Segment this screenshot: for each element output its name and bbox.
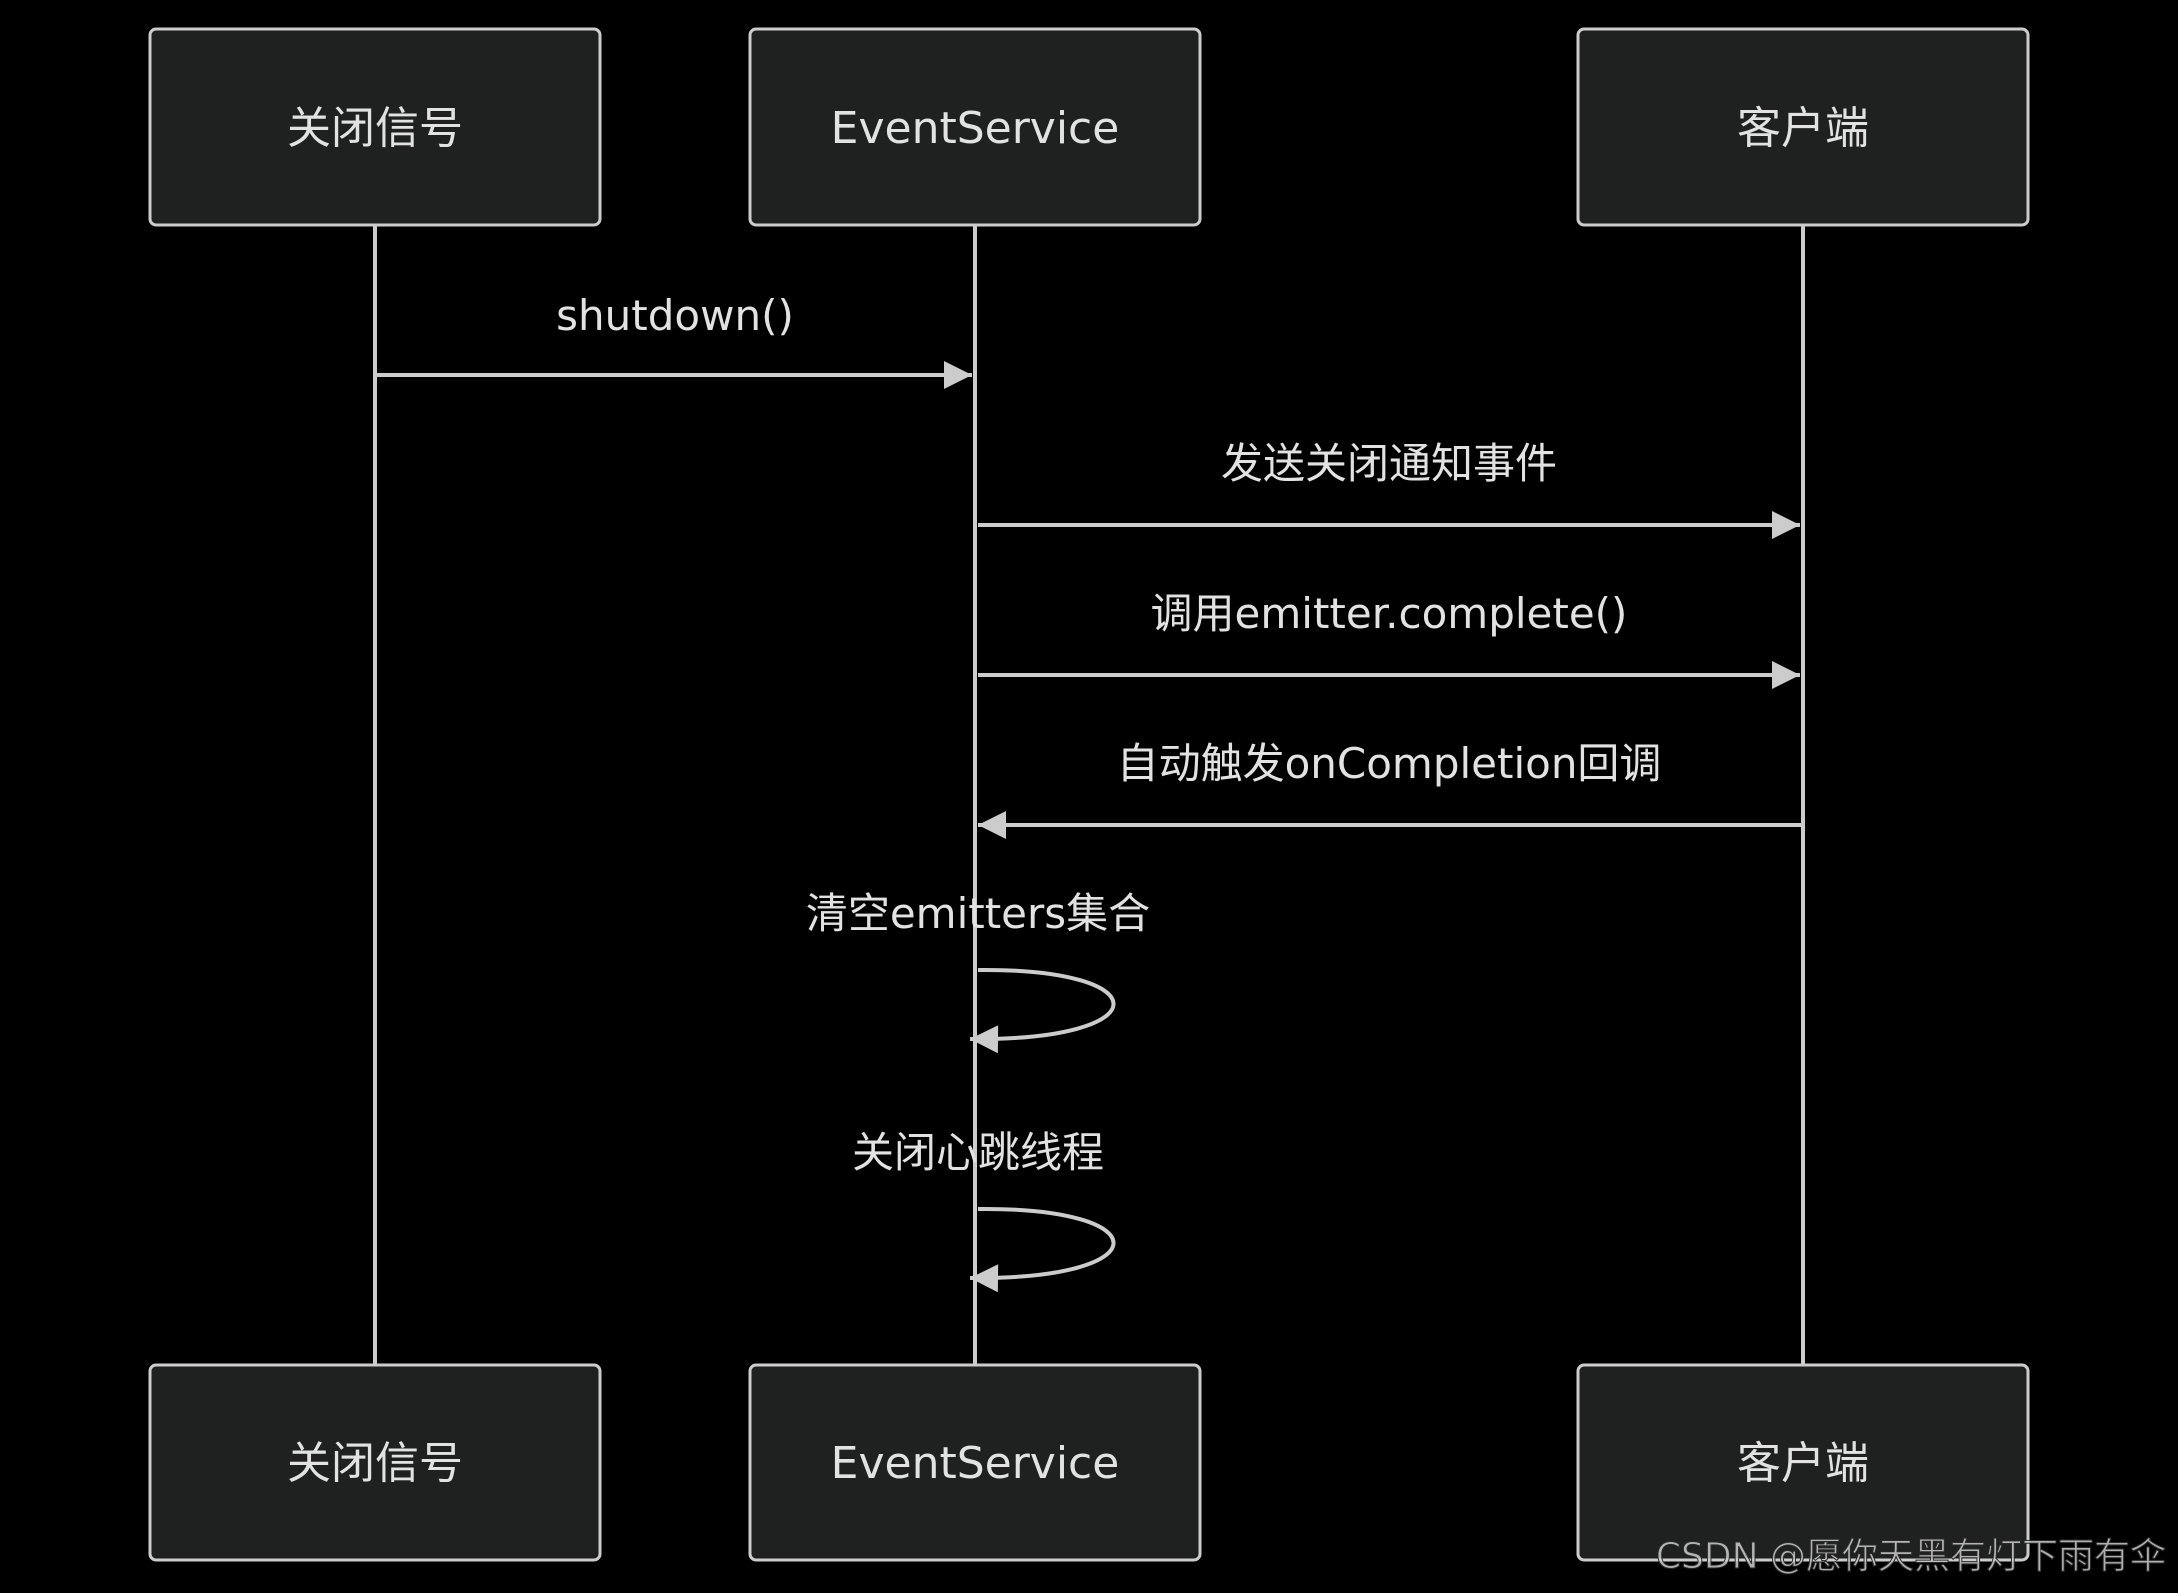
participant-label: EventService bbox=[831, 1438, 1120, 1489]
message-send-close-notification: 发送关闭通知事件 bbox=[978, 439, 1800, 539]
participant-box bbox=[748, 27, 1202, 227]
message-label: 自动触发onCompletion回调 bbox=[1117, 739, 1662, 788]
participant-box bbox=[1576, 27, 2030, 227]
message-call-emitter-complete: 调用emitter.complete() bbox=[978, 589, 1800, 689]
message-clear-emitters: 清空emitters集合 bbox=[806, 889, 1150, 1054]
message-label: 发送关闭通知事件 bbox=[1221, 439, 1557, 488]
message-shutdown: shutdown() bbox=[377, 291, 972, 389]
participant-box bbox=[748, 1363, 1202, 1562]
participant-label: 客户端 bbox=[1737, 1438, 1869, 1489]
participant-bottom-client: 客户端 bbox=[1576, 1363, 2030, 1562]
participant-bottom-event-service: EventService bbox=[748, 1363, 1202, 1562]
participant-box bbox=[148, 1363, 602, 1562]
participant-top-event-service: EventService bbox=[748, 27, 1202, 227]
participant-label: 客户端 bbox=[1737, 103, 1869, 154]
participant-bottom-shutdown-signal: 关闭信号 bbox=[148, 1363, 602, 1562]
message-label: 关闭心跳线程 bbox=[852, 1128, 1104, 1177]
self-loop-arrow bbox=[969, 1206, 1116, 1293]
participant-label: EventService bbox=[831, 103, 1120, 154]
participant-box bbox=[148, 27, 602, 227]
participant-label: 关闭信号 bbox=[287, 1438, 463, 1489]
message-label: 清空emitters集合 bbox=[806, 889, 1150, 938]
message-label: shutdown() bbox=[556, 291, 794, 340]
participant-label: 关闭信号 bbox=[287, 103, 463, 154]
message-stop-heartbeat-thread: 关闭心跳线程 bbox=[852, 1128, 1116, 1293]
self-loop-arrow bbox=[969, 967, 1116, 1054]
participant-top-client: 客户端 bbox=[1576, 27, 2030, 227]
message-on-completion-callback: 自动触发onCompletion回调 bbox=[978, 739, 1801, 839]
watermark-text: CSDN @愿你天黑有灯下雨有伞 bbox=[1656, 1536, 2166, 1577]
participant-box bbox=[1576, 1363, 2030, 1562]
message-label: 调用emitter.complete() bbox=[1151, 589, 1628, 638]
participant-top-shutdown-signal: 关闭信号 bbox=[148, 27, 602, 227]
